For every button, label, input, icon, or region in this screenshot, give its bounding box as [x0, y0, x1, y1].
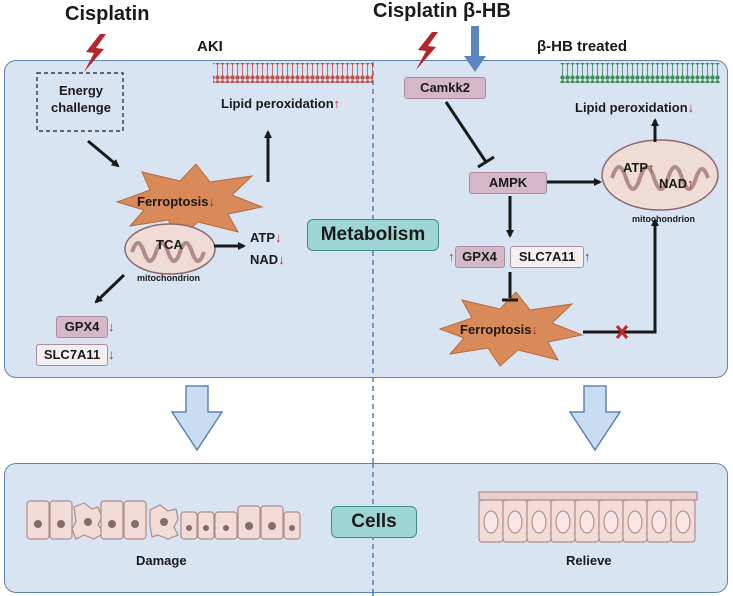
- lipid-peroxidation-right: Lipid peroxidation↓: [575, 100, 694, 115]
- right-title: Cisplatin β-HB: [373, 0, 511, 22]
- lipid-peroxidation-right-text: Lipid peroxidation: [575, 100, 688, 115]
- ampk-box: AMPK: [469, 172, 547, 194]
- ferroptosis-left: Ferroptosis↓: [137, 194, 215, 209]
- gpx4-left-chip: GPX4: [56, 316, 108, 338]
- down-arrow-icon: ↓: [275, 230, 282, 245]
- nad-left: NAD↓: [250, 252, 285, 267]
- lightning-icon-left: [84, 34, 106, 72]
- lipid-membrane-right: [560, 63, 720, 83]
- atp-left-text: ATP: [250, 230, 276, 245]
- inhibit-bar-ampk: [477, 155, 495, 169]
- down-arrow-icon: ↓: [208, 194, 216, 209]
- lipid-peroxidation-left: Lipid peroxidation↑: [221, 96, 340, 111]
- down-arrow-right: [568, 385, 622, 452]
- up-arrow-icon: ↑: [333, 96, 341, 111]
- up-arrow-icon: ↑: [448, 249, 455, 264]
- gpx4-left: GPX4↓: [56, 316, 115, 338]
- treated-label: β-HB treated: [537, 38, 627, 55]
- bhb-arrow-icon: [464, 26, 486, 72]
- cells-badge: Cells: [331, 506, 417, 538]
- arrow-energy-to-ferroptosis: [87, 139, 120, 168]
- arrow-mito-to-gpx4: [94, 273, 126, 304]
- energy-challenge-box: [36, 72, 124, 132]
- up-arrow-icon: ↑: [584, 249, 591, 264]
- healthy-cells: [478, 491, 698, 543]
- metabolism-badge: Metabolism: [307, 219, 439, 251]
- ferroptosis-right: Ferroptosis↓: [460, 322, 538, 337]
- mitochondrion-left: [124, 223, 216, 275]
- atp-right: ATP↑: [623, 160, 655, 175]
- arrow-ferroptosis-to-mito: [583, 218, 659, 334]
- healthy-nuclei: [483, 510, 691, 534]
- up-arrow-icon: ↑: [687, 176, 694, 191]
- camkk2-box: Camkk2: [404, 77, 486, 99]
- atp-left: ATP↓: [250, 230, 282, 245]
- relieve-label: Relieve: [566, 553, 612, 568]
- blocked-x-icon: [615, 325, 629, 339]
- down-arrow-icon: ↓: [531, 322, 539, 337]
- aki-label: AKI: [197, 38, 223, 55]
- left-title: Cisplatin: [65, 3, 150, 25]
- ferroptosis-star-right: [438, 291, 584, 367]
- up-arrow-icon: ↑: [648, 160, 655, 175]
- mitochondrion-right: [601, 139, 719, 211]
- lipid-membrane-left: [213, 63, 373, 83]
- energy-challenge-label: Energy challenge: [51, 83, 111, 115]
- gpx4-right: ↑GPX4: [448, 246, 505, 268]
- down-arrow-left: [170, 385, 224, 452]
- slc7a11-right-chip: SLC7A11: [510, 246, 584, 268]
- down-arrow-icon: ↓: [687, 100, 695, 115]
- mitochondrion-left-label: mitochondrion: [137, 273, 200, 283]
- down-arrow-icon: ↓: [278, 252, 285, 267]
- nad-right: NAD↑: [659, 176, 694, 191]
- nad-left-text: NAD: [250, 252, 279, 267]
- down-arrow-icon: ↓: [108, 347, 115, 362]
- down-arrow-icon: ↓: [108, 319, 115, 334]
- mitochondrion-right-label: mitochondrion: [632, 214, 695, 224]
- damage-label: Damage: [136, 553, 187, 568]
- damaged-nuclei: [34, 518, 295, 531]
- atp-right-text: ATP: [623, 160, 649, 175]
- ferroptosis-right-text: Ferroptosis: [460, 322, 532, 337]
- slc7a11-left: SLC7A11↓: [36, 344, 115, 366]
- inhibit-camkk2-ampk: [444, 101, 488, 163]
- tca-label: TCA: [156, 237, 183, 252]
- nad-right-text: NAD: [659, 176, 688, 191]
- slc7a11-left-chip: SLC7A11: [36, 344, 108, 366]
- lightning-icon-right: [416, 32, 438, 70]
- lipid-peroxidation-left-text: Lipid peroxidation: [221, 96, 334, 111]
- ferroptosis-star-left: [115, 163, 264, 239]
- slc7a11-right: SLC7A11↑: [510, 246, 591, 268]
- ferroptosis-left-text: Ferroptosis: [137, 194, 209, 209]
- gpx4-right-chip: GPX4: [454, 246, 505, 268]
